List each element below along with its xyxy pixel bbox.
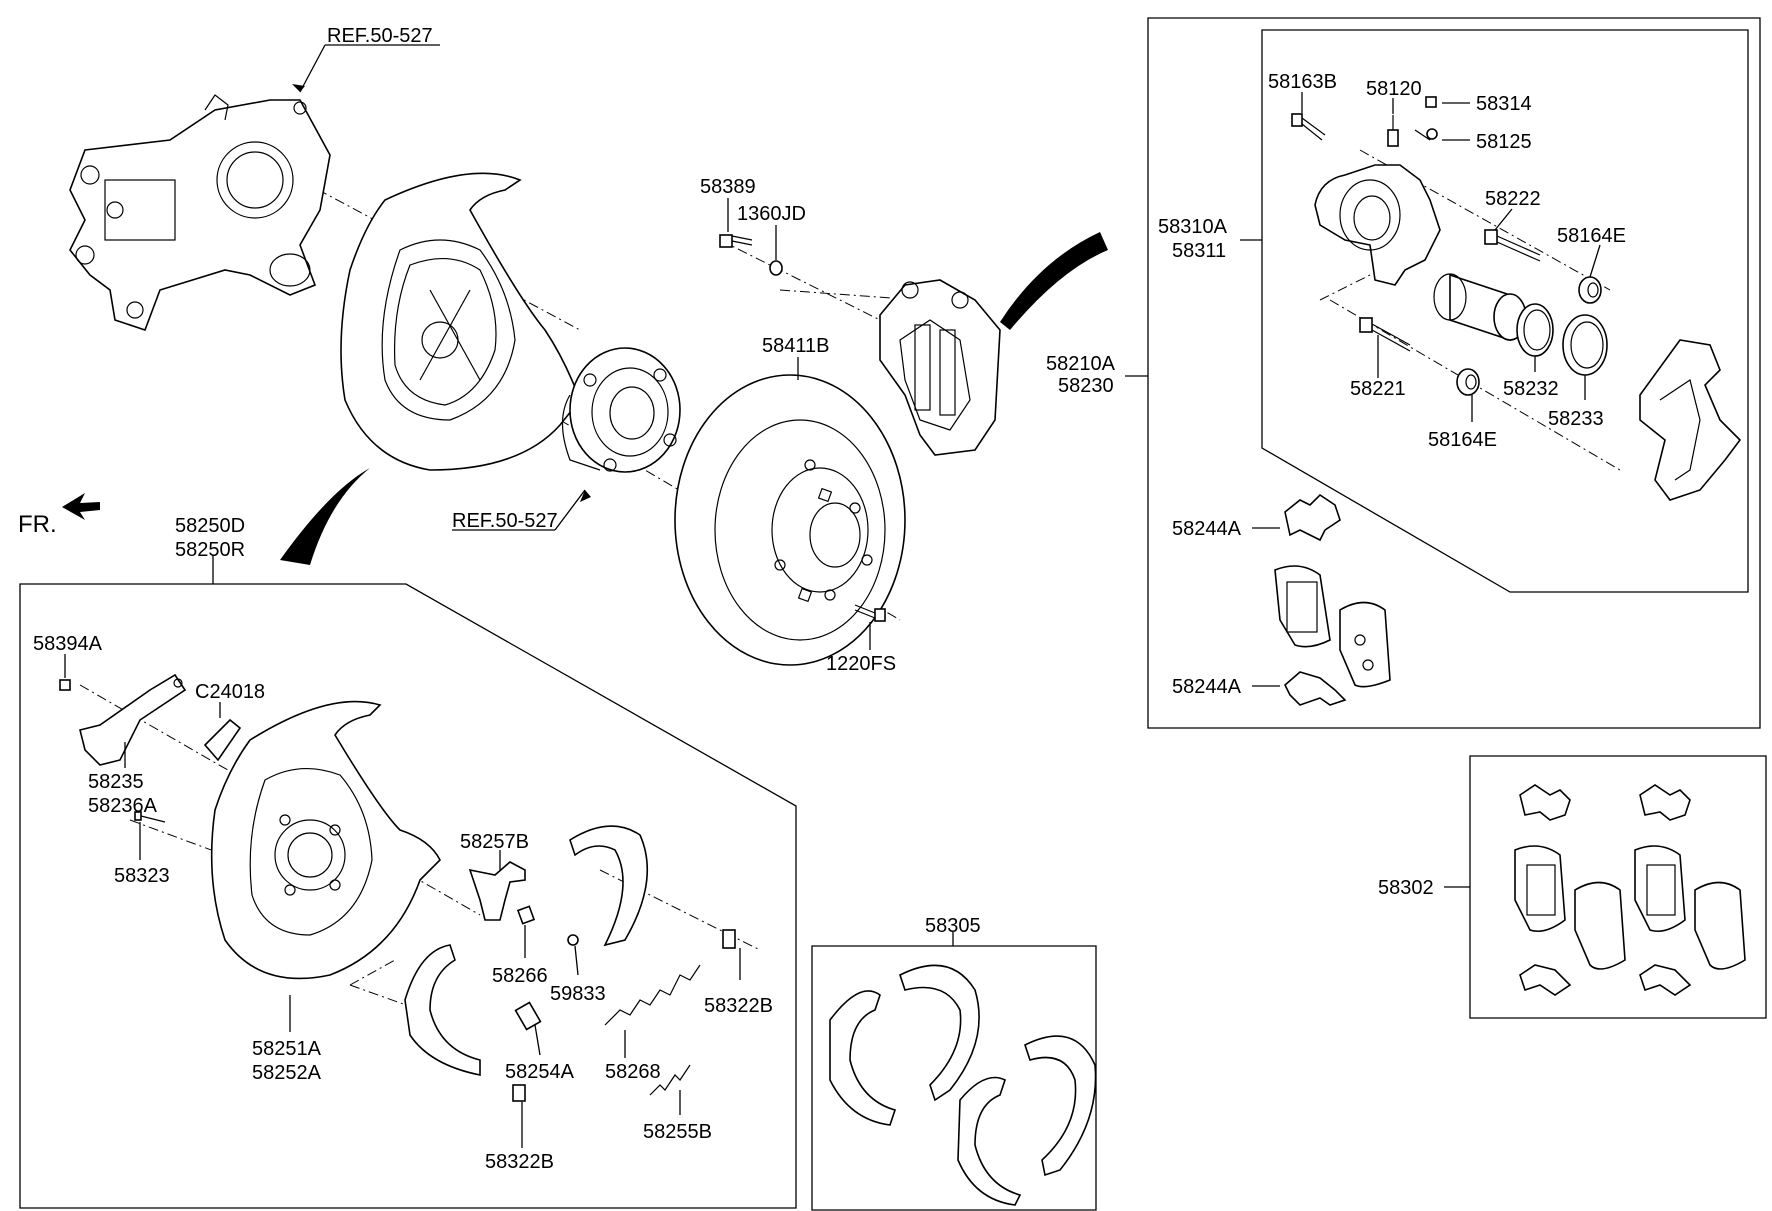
shoe-lower-left — [404, 944, 481, 1076]
label-58323: 58323 — [114, 865, 170, 887]
label-58251a: 58251A — [252, 1038, 322, 1060]
label-58164e-bot: 58164E — [1428, 429, 1497, 451]
leader-lines — [64, 44, 1601, 1148]
adjuster-58257b — [468, 861, 526, 921]
label-ref-top: REF.50-527 — [327, 25, 433, 47]
label-58389: 58389 — [700, 176, 756, 198]
label-58322b-bot: 58322B — [485, 1151, 554, 1173]
bolt-58389 — [719, 234, 753, 248]
pads-and-clips — [1274, 493, 1391, 706]
disc-rotor — [674, 374, 906, 666]
clip-58322b-bottom — [512, 1084, 526, 1102]
label-58230: 58230 — [1058, 375, 1114, 397]
label-fr: FR. — [18, 511, 57, 538]
label-c24018: C24018 — [195, 681, 265, 703]
pointer-wedges — [280, 232, 1108, 565]
pad-kit-58302 — [1514, 784, 1746, 996]
label-58235: 58235 — [88, 771, 144, 793]
label-58311: 58311 — [1172, 240, 1226, 262]
backing-plate-lower — [210, 700, 441, 980]
lever-58235 — [79, 673, 187, 766]
caliper-detail-parts — [1291, 96, 1742, 501]
pin-58323 — [134, 811, 166, 823]
label-58236a: 58236A — [88, 795, 158, 817]
label-58310a: 58310A — [1158, 216, 1228, 238]
label-58314: 58314 — [1476, 93, 1532, 115]
washer-1360jd — [769, 260, 783, 276]
part-labels: REF.50-527 REF.50-527 FR. 58389 1360JD 5… — [18, 25, 1626, 1173]
label-58255b: 58255B — [643, 1121, 712, 1143]
spring-58268 — [604, 964, 701, 1026]
label-59833: 59833 — [550, 983, 606, 1005]
label-58250d: 58250D — [175, 515, 245, 537]
shoe-upper-right — [569, 825, 649, 947]
label-58233: 58233 — [1548, 408, 1604, 430]
backing-plate-upper — [340, 172, 581, 471]
shoe-kit-58305 — [829, 964, 1097, 1206]
label-58254a: 58254A — [505, 1061, 575, 1083]
backing-plate-assembly-box — [19, 583, 797, 1209]
wheel-hub — [561, 347, 681, 473]
label-58164e-top: 58164E — [1557, 225, 1626, 247]
caliper-detail-box — [1261, 29, 1749, 593]
clip-c24018 — [203, 718, 242, 762]
label-58232: 58232 — [1503, 378, 1559, 400]
label-1360jd: 1360JD — [737, 203, 806, 225]
label-58222: 58222 — [1485, 188, 1541, 210]
label-58257b: 58257B — [460, 831, 529, 853]
spring-58255b — [649, 1064, 691, 1096]
caliper-center — [879, 279, 1001, 456]
shoe-kit-box — [811, 945, 1097, 1211]
label-58244a-bot: 58244A — [1172, 676, 1242, 698]
label-58120: 58120 — [1366, 78, 1422, 100]
pad-kit-box — [1469, 755, 1767, 1019]
label-58252a: 58252A — [252, 1062, 322, 1084]
label-58221: 58221 — [1350, 378, 1406, 400]
label-58163b: 58163B — [1268, 71, 1337, 93]
label-58125: 58125 — [1476, 131, 1532, 153]
label-ref-hub: REF.50-527 — [452, 510, 558, 532]
caliper-assembly-box — [1147, 17, 1761, 729]
pin-59833 — [567, 934, 579, 946]
bolt-58394a — [59, 679, 71, 691]
label-58268: 58268 — [605, 1061, 661, 1083]
label-58305: 58305 — [925, 915, 981, 937]
label-58322b-right: 58322B — [704, 995, 773, 1017]
label-58411b: 58411B — [762, 335, 829, 357]
spring-58266 — [516, 905, 536, 925]
label-58302: 58302 — [1378, 877, 1434, 899]
label-58250r: 58250R — [175, 539, 245, 561]
label-58210a: 58210A — [1046, 353, 1116, 375]
label-1220fs: 1220FS — [826, 653, 896, 675]
label-58266: 58266 — [492, 965, 548, 987]
actuator-58254a — [514, 1001, 542, 1031]
bolt-1220fs — [854, 604, 886, 622]
steering-knuckle — [69, 94, 331, 332]
front-arrow-icon — [62, 493, 100, 520]
label-58244a-top: 58244A — [1172, 518, 1242, 540]
clip-58322b-right — [722, 929, 736, 949]
label-58394a: 58394A — [33, 633, 103, 655]
